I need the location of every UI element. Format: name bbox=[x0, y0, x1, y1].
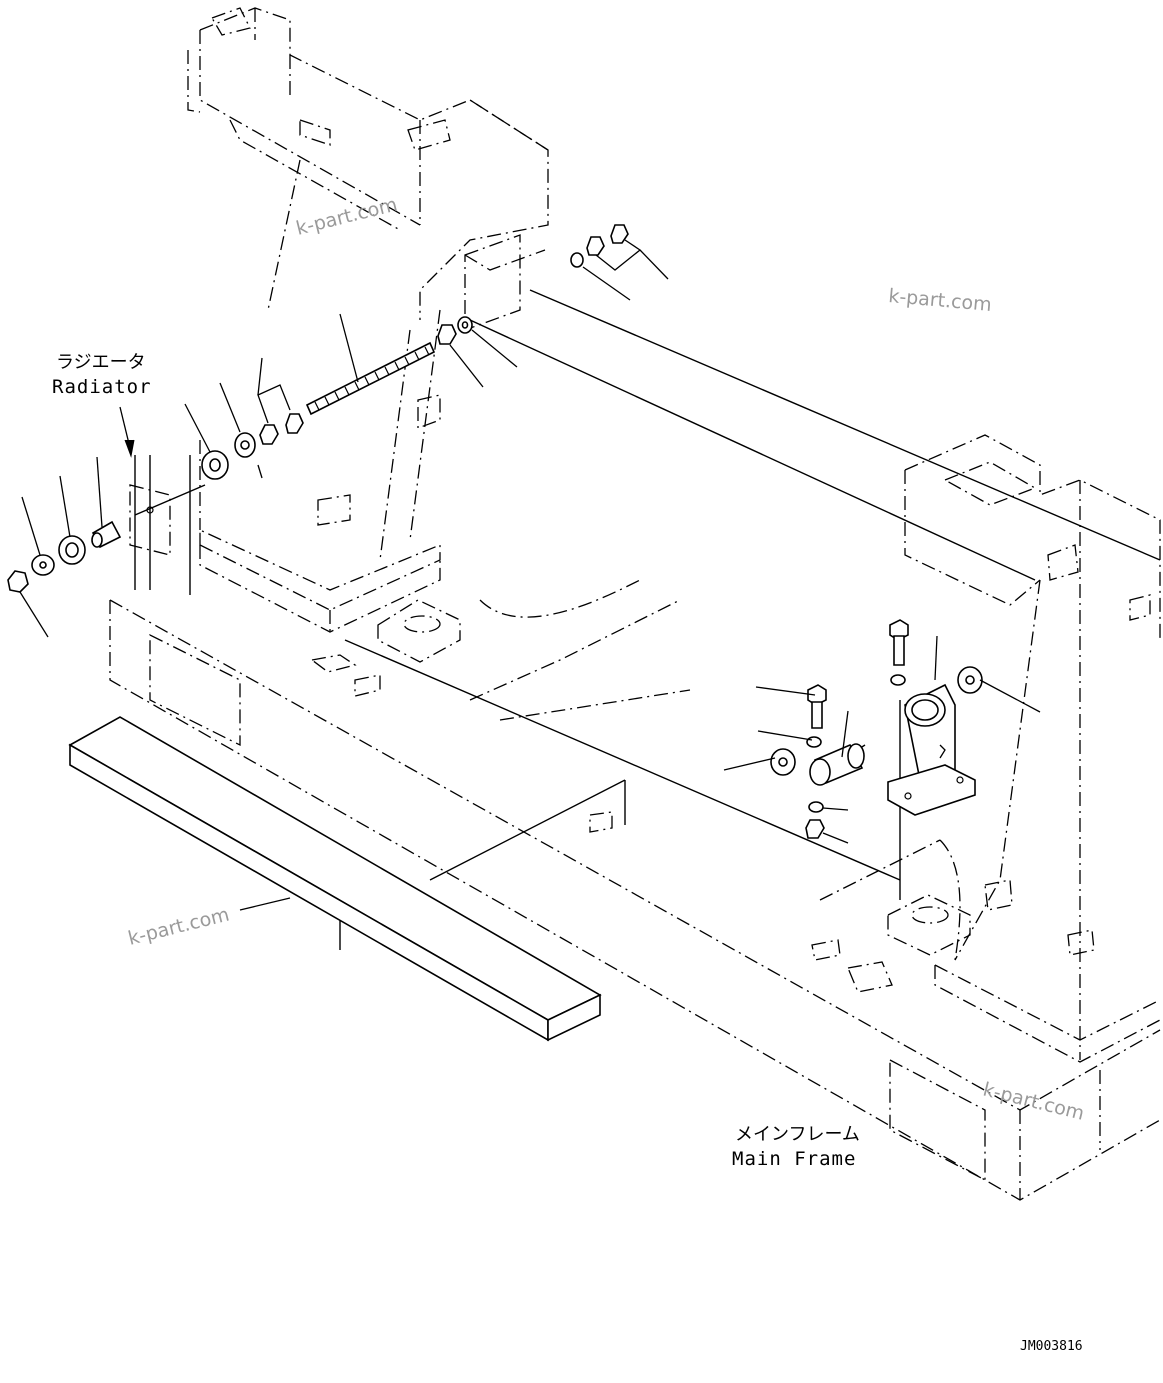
main-frame-label-en: Main Frame bbox=[732, 1148, 856, 1170]
main-frame-label-jp: メインフレーム bbox=[735, 1124, 860, 1145]
watermark-1: k-part.com bbox=[294, 193, 400, 239]
threaded-rod bbox=[305, 341, 436, 416]
watermark-3: k-part.com bbox=[126, 903, 232, 949]
mount-assembly bbox=[770, 619, 983, 839]
text-labels: ラジエータ Radiator メインフレーム Main Frame JM0038… bbox=[52, 352, 1083, 1354]
rubber-block bbox=[68, 716, 602, 1042]
radiator-label-jp: ラジエータ bbox=[56, 352, 146, 373]
watermarks: k-part.com k-part.com k-part.com k-part.… bbox=[126, 193, 1087, 1124]
drawing-code: JM003816 bbox=[1020, 1339, 1083, 1354]
radiator-label-en: Radiator bbox=[52, 376, 152, 398]
upper-fasteners bbox=[437, 224, 629, 345]
leader-lines bbox=[19, 239, 1041, 911]
watermark-2: k-part.com bbox=[888, 285, 993, 316]
radiator-frame bbox=[187, 7, 549, 633]
left-fasteners bbox=[7, 413, 304, 593]
main-frame bbox=[109, 579, 1161, 1201]
watermark-4: k-part.com bbox=[981, 1079, 1087, 1125]
right-frame bbox=[904, 434, 1161, 1063]
